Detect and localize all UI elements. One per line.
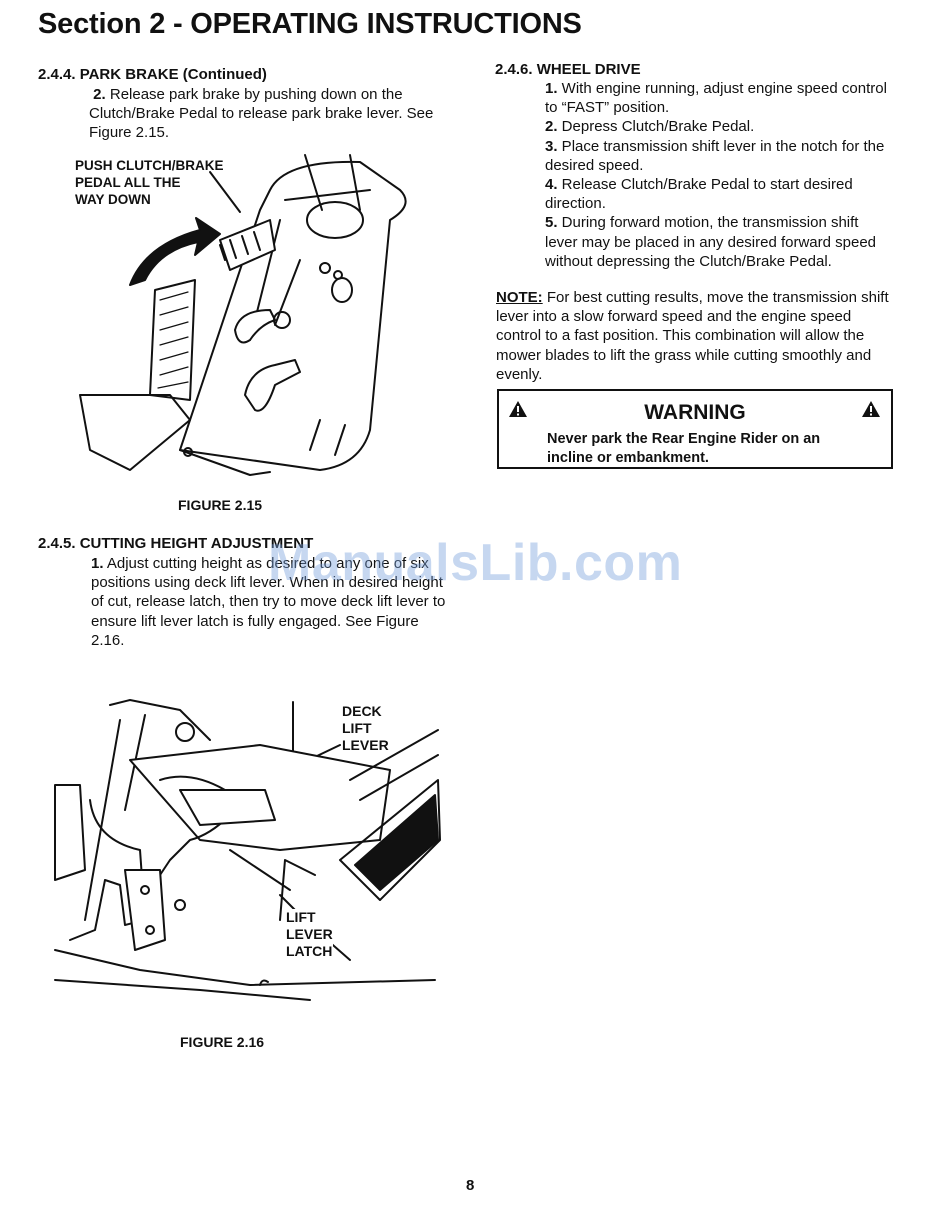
callout-line: LIFT — [286, 909, 316, 925]
lift-lever-latch-callout: LIFT LEVER LATCH — [286, 909, 333, 960]
warning-triangle-icon — [509, 401, 527, 417]
wheel-drive-steps: 1. With engine running, adjust engine sp… — [545, 79, 895, 271]
figure-2-16-caption: FIGURE 2.16 — [180, 1034, 265, 1050]
list-item: 5. During forward motion, the transmissi… — [545, 213, 895, 271]
step-text: Adjust cutting height as desired to any … — [91, 555, 446, 649]
page-title: Section 2 - OPERATING INSTRUCTIONS — [38, 8, 582, 40]
warning-triangle-icon — [862, 401, 880, 417]
wheel-drive-heading: 2.4.6. WHEEL DRIVE — [495, 61, 641, 78]
callout-line: PUSH CLUTCH/BRAKE — [75, 158, 224, 173]
figure-2-16-illustration — [54, 699, 441, 1001]
figure-2-15-caption: FIGURE 2.15 — [178, 497, 263, 513]
step-number: 3. — [545, 137, 558, 155]
park-brake-step-2: 2. Release park brake by pushing down on… — [89, 85, 449, 143]
callout-line: LEVER — [286, 926, 333, 942]
step-number: 5. — [545, 214, 558, 232]
step-number: 1. — [91, 555, 104, 572]
list-item: 3. Place transmission shift lever in the… — [545, 137, 895, 175]
callout-line: LEVER — [342, 737, 389, 753]
page-number: 8 — [466, 1177, 475, 1194]
warning-box: WARNING Never park the Rear Engine Rider… — [497, 389, 893, 469]
warning-title: WARNING — [644, 401, 746, 424]
wheel-drive-note: NOTE: For best cutting results, move the… — [496, 288, 896, 384]
step-text: With engine running, adjust engine speed… — [545, 80, 887, 117]
figure-2-15-illustration — [79, 154, 407, 476]
deck-lift-lever-callout: DECK LIFT LEVER — [342, 703, 389, 754]
cutting-height-step-1: 1. Adjust cutting height as desired to a… — [91, 554, 446, 650]
figure-2-15-callout: PUSH CLUTCH/BRAKE PEDAL ALL THE WAY DOWN — [75, 157, 255, 208]
list-item: 1. With engine running, adjust engine sp… — [545, 79, 895, 117]
callout-line: LATCH — [286, 943, 333, 959]
step-number: 2. — [545, 118, 558, 136]
step-text: During forward motion, the transmission … — [545, 214, 877, 270]
note-text: For best cutting results, move the trans… — [496, 289, 889, 383]
warning-text: Never park the Rear Engine Rider on an i… — [547, 431, 821, 466]
step-text: Release Clutch/Brake Pedal to start desi… — [545, 176, 853, 213]
park-brake-heading: 2.4.4. PARK BRAKE (Continued) — [38, 66, 267, 83]
callout-line: WAY DOWN — [75, 192, 151, 207]
step-text: Place transmission shift lever in the no… — [545, 137, 885, 174]
step-text: Depress Clutch/Brake Pedal. — [557, 118, 755, 136]
watermark: ManualsLib.com — [268, 534, 683, 592]
step-number: 2. — [93, 86, 106, 103]
list-item: 2. Depress Clutch/Brake Pedal. — [545, 117, 895, 136]
callout-line: PEDAL ALL THE — [75, 175, 181, 190]
step-number: 1. — [545, 80, 558, 97]
callout-line: DECK — [342, 703, 382, 719]
note-label: NOTE: — [496, 289, 543, 306]
cutting-height-heading: 2.4.5. CUTTING HEIGHT ADJUSTMENT — [38, 535, 314, 552]
step-number: 4. — [545, 176, 558, 194]
step-text: Release park brake by pushing down on th… — [89, 86, 434, 142]
callout-line: LIFT — [342, 720, 372, 736]
list-item: 4. Release Clutch/Brake Pedal to start d… — [545, 175, 895, 213]
